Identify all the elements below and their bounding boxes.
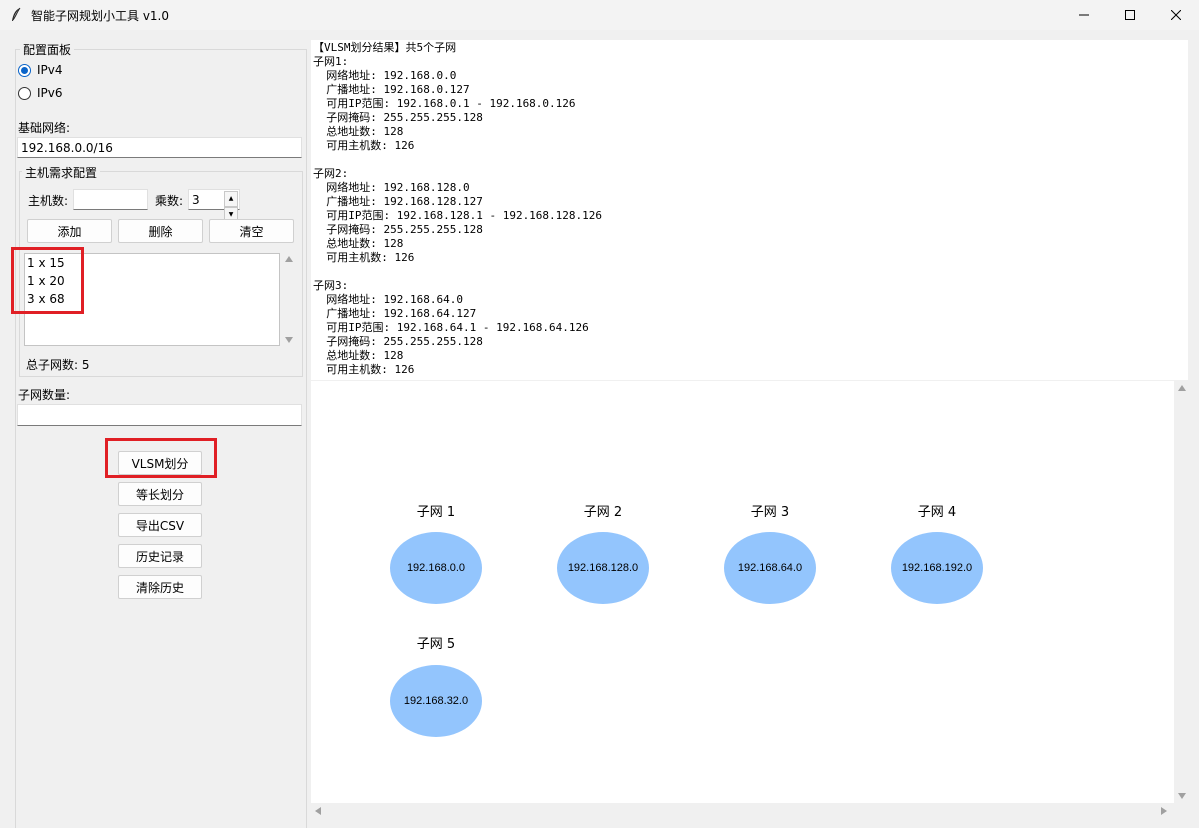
minimize-icon [1079,14,1089,16]
subnet-node[interactable]: 192.168.0.0 [390,532,482,604]
result-textarea[interactable]: 【VLSM划分结果】共5个子网子网1: 网络地址: 192.168.0.0 广播… [311,40,1188,380]
scroll-up-icon[interactable] [285,256,293,262]
subnet-node[interactable]: 192.168.192.0 [891,532,983,604]
radio-indicator [18,86,31,100]
list-item[interactable]: 3 x 68 [27,292,65,306]
subnet-node[interactable]: 192.168.128.0 [557,532,649,604]
result-line: 网络地址: 192.168.64.0 [313,293,463,306]
config-panel: 配置面板 IPv4 IPv6 基础网络: 192.168.0.0/16 主机需求… [0,30,310,828]
list-item[interactable]: 1 x 20 [27,274,65,288]
base-network-label: 基础网络: [18,121,71,135]
scroll-left-icon[interactable] [315,807,321,815]
result-line: 可用主机数: 126 [313,139,415,152]
base-network-input[interactable]: 192.168.0.0/16 [17,137,302,158]
result-line: 总地址数: 128 [313,125,404,138]
host-count-label: 主机数: [28,194,69,208]
result-line: 【VLSM划分结果】共5个子网 [313,41,457,54]
add-button[interactable]: 添加 [27,219,112,243]
node-label: 子网 4 [917,505,957,520]
result-line: 可用主机数: 126 [313,251,415,264]
scroll-down-icon[interactable] [285,337,293,343]
subnet-node[interactable]: 192.168.64.0 [724,532,816,604]
node-label: 子网 1 [416,505,456,520]
topology-canvas[interactable]: 子网 1 192.168.0.0 子网 2 192.168.128.0 子网 3 192.… [311,381,1174,803]
scroll-down-icon[interactable] [1178,793,1186,799]
result-line [313,265,1186,279]
host-frame-title: 主机需求配置 [22,164,101,181]
history-button[interactable]: 历史记录 [118,544,202,568]
subnet-count-input[interactable] [17,404,302,426]
result-line: 网络地址: 192.168.128.0 [313,181,470,194]
canvas-horizontal-scrollbar[interactable] [311,803,1174,820]
result-line: 子网1: [313,55,349,68]
result-line: 可用IP范围: 192.168.64.1 - 192.168.64.126 [313,321,589,334]
multiplier-spinbox[interactable]: 3 ▲ ▼ [188,189,240,223]
result-line: 广播地址: 192.168.128.127 [313,195,483,208]
result-line: 子网掩码: 255.255.255.128 [313,223,483,236]
close-button[interactable] [1153,0,1199,30]
feather-icon [9,7,23,23]
clear-button[interactable]: 清空 [209,219,294,243]
equal-split-button[interactable]: 等长划分 [118,482,202,506]
highlight-box [105,438,217,478]
export-csv-button[interactable]: 导出CSV [118,513,202,537]
title-bar: 智能子网规划小工具 v1.0 [0,0,1199,30]
node-label: 子网 3 [750,505,790,520]
result-line: 子网掩码: 255.255.255.128 [313,335,483,348]
config-frame [15,49,307,828]
result-line: 可用IP范围: 192.168.128.1 - 192.168.128.126 [313,209,603,222]
host-list-scrollbar[interactable] [282,253,296,346]
result-line: 可用IP范围: 192.168.0.1 - 192.168.0.126 [313,97,576,110]
ipv4-radio[interactable]: IPv4 [18,63,63,77]
scroll-right-icon[interactable] [1161,807,1167,815]
result-line: 子网3: [313,279,349,292]
scroll-up-icon[interactable] [1178,385,1186,391]
result-line: 子网掩码: 255.255.255.128 [313,111,483,124]
result-line: 子网2: [313,167,349,180]
radio-indicator [18,63,31,77]
maximize-button[interactable] [1107,0,1153,30]
node-label: 子网 5 [416,637,456,652]
host-list[interactable]: 1 x 15 1 x 20 3 x 68 [24,253,280,346]
canvas-vertical-scrollbar[interactable] [1174,381,1191,803]
delete-button[interactable]: 删除 [118,219,203,243]
subnet-count-label: 子网数量: [18,388,71,402]
spin-up-icon[interactable]: ▲ [224,191,238,207]
node-label: 子网 2 [583,505,623,520]
total-subnets-label: 总子网数: 5 [26,358,90,372]
close-icon [1171,10,1181,20]
multiplier-label: 乘数: [155,194,184,208]
highlight-box [11,247,84,314]
result-line: 网络地址: 192.168.0.0 [313,69,457,82]
host-count-input[interactable] [73,189,148,210]
multiplier-value: 3 [192,193,200,207]
config-frame-title: 配置面板 [20,41,75,58]
result-line: 广播地址: 192.168.64.127 [313,307,477,320]
list-item[interactable]: 1 x 15 [27,256,65,270]
result-line: 总地址数: 128 [313,237,404,250]
ipv6-radio[interactable]: IPv6 [18,86,63,100]
result-line: 总地址数: 128 [313,349,404,362]
result-line [313,153,1186,167]
clear-history-button[interactable]: 清除历史 [118,575,202,599]
result-line: 广播地址: 192.168.0.127 [313,83,470,96]
window-title: 智能子网规划小工具 v1.0 [31,8,170,23]
host-frame [19,171,303,377]
result-line: 可用主机数: 126 [313,363,415,376]
subnet-node[interactable]: 192.168.32.0 [390,665,482,737]
minimize-button[interactable] [1061,0,1107,30]
maximize-icon [1125,10,1135,20]
vlsm-button[interactable]: VLSM划分 [118,451,202,475]
